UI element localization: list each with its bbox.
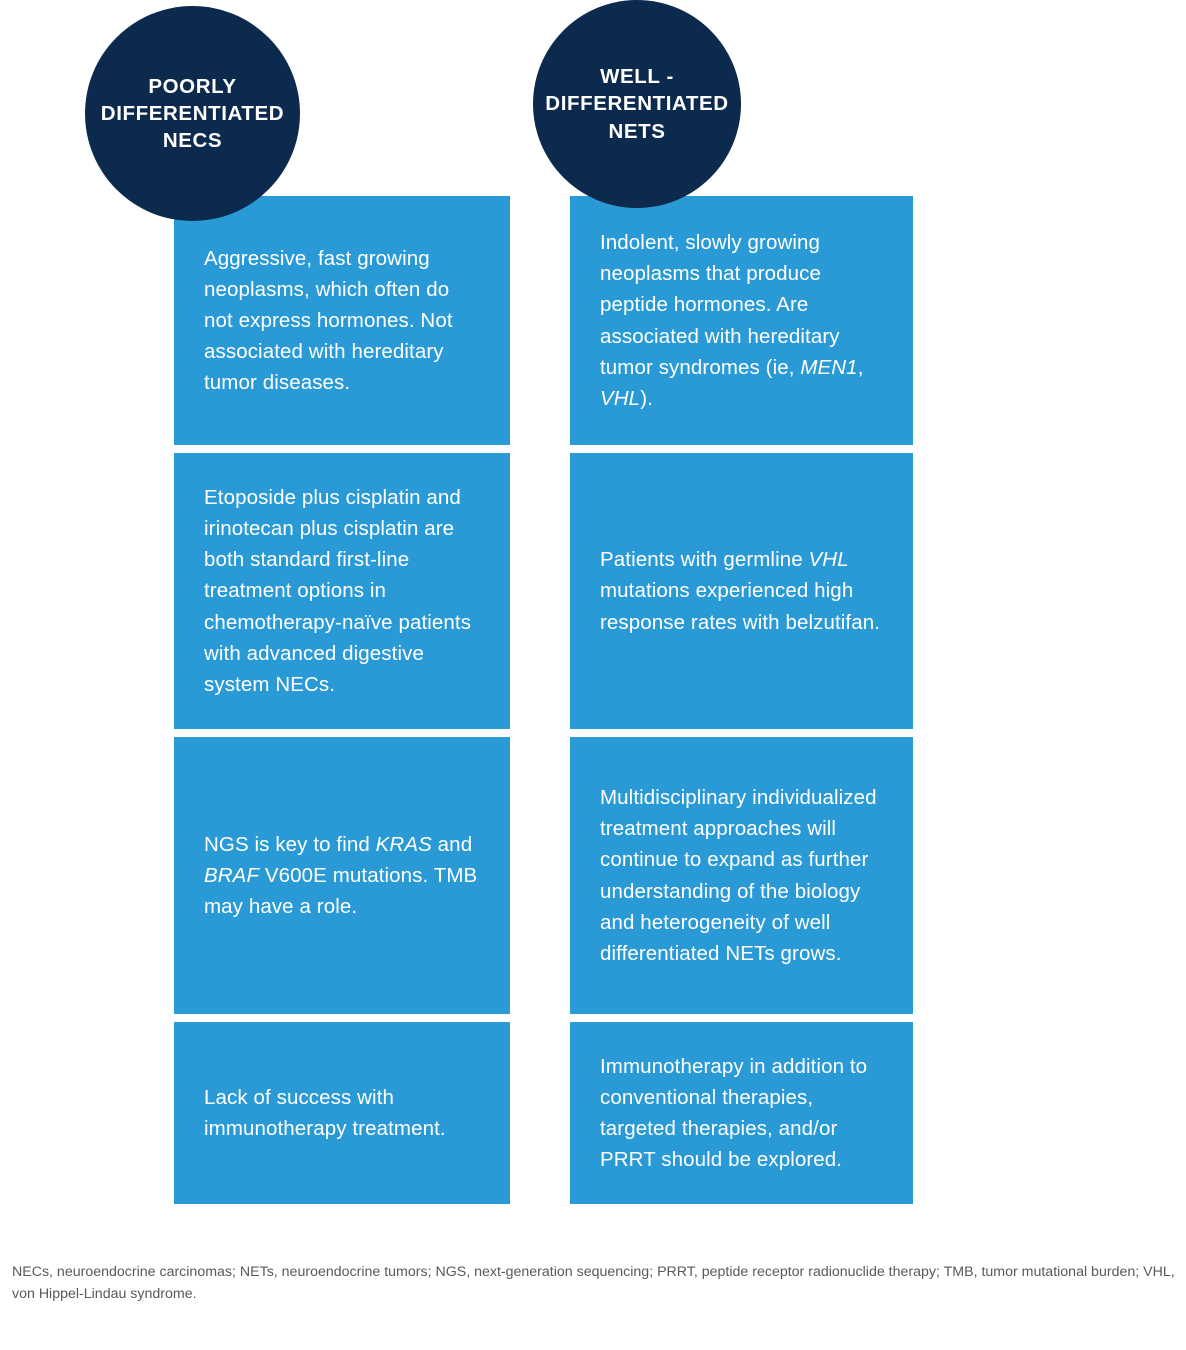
- card-nets-belzutifan: Patients with germline VHL mutations exp…: [570, 453, 913, 729]
- card-necs-biomarkers: NGS is key to find KRAS and BRAF V600E m…: [174, 737, 510, 1014]
- card-nets-multidisciplinary-text: Multidisciplinary individualized treatme…: [600, 786, 877, 965]
- card-necs-immunotherapy: Lack of success with immunotherapy treat…: [174, 1022, 510, 1204]
- circle-heading-necs-label: POORLY DIFFERENTIATED NECS: [100, 74, 285, 153]
- card-necs-biology-text: Aggressive, fast growing neoplasms, whic…: [204, 246, 453, 395]
- column-poorly-differentiated-necs: Aggressive, fast growing neoplasms, whic…: [174, 196, 510, 1204]
- card-nets-immunotherapy-text: Immunotherapy in addition to conventiona…: [600, 1054, 868, 1172]
- column-well-differentiated-nets: Indolent, slowly growing neoplasms that …: [570, 196, 913, 1204]
- card-necs-first-line-treatment-text: Etoposide plus cisplatin and irinotecan …: [204, 485, 472, 696]
- card-necs-biomarkers-text: NGS is key to find KRAS and BRAF V600E m…: [204, 832, 478, 919]
- card-necs-immunotherapy-text: Lack of success with immunotherapy treat…: [204, 1085, 446, 1140]
- card-nets-immunotherapy: Immunotherapy in addition to conventiona…: [570, 1022, 913, 1204]
- card-nets-multidisciplinary: Multidisciplinary individualized treatme…: [570, 737, 913, 1014]
- card-nets-biology-text: Indolent, slowly growing neoplasms that …: [600, 231, 864, 410]
- card-necs-first-line-treatment: Etoposide plus cisplatin and irinotecan …: [174, 453, 510, 729]
- circle-heading-well-differentiated-nets: WELL - DIFFERENTIATED NETS: [533, 0, 741, 208]
- card-nets-belzutifan-text: Patients with germline VHL mutations exp…: [600, 548, 880, 634]
- circle-heading-poorly-differentiated-necs: POORLY DIFFERENTIATED NECS: [85, 6, 300, 221]
- footnote-abbreviations: NECs, neuroendocrine carcinomas; NETs, n…: [12, 1264, 1175, 1302]
- circle-heading-nets-label: WELL - DIFFERENTIATED NETS: [545, 65, 729, 143]
- card-nets-biology: Indolent, slowly growing neoplasms that …: [570, 196, 913, 445]
- card-necs-biology: Aggressive, fast growing neoplasms, whic…: [174, 196, 510, 445]
